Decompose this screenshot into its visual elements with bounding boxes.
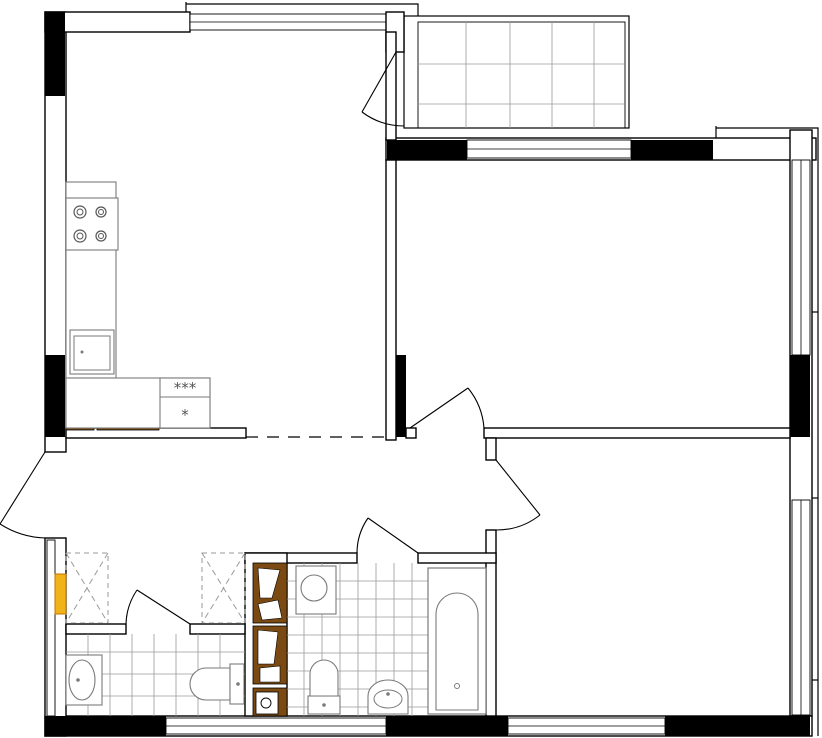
shower-drain-icon bbox=[295, 565, 337, 615]
bedroom-2-door bbox=[495, 459, 541, 531]
fridge-glyph: * bbox=[181, 406, 189, 424]
wc-door bbox=[125, 589, 191, 625]
bedroom-1-door bbox=[409, 387, 485, 429]
toilet-icon bbox=[307, 659, 341, 715]
washbasin-icon bbox=[367, 679, 409, 715]
appliance-unit: *** * bbox=[159, 377, 211, 429]
bathtub-icon bbox=[427, 567, 487, 715]
heater bbox=[54, 573, 67, 615]
outer-outline bbox=[185, 2, 819, 736]
doors bbox=[0, 51, 541, 625]
balcony-door bbox=[361, 51, 405, 127]
entrance-door bbox=[0, 451, 46, 539]
balcony-tiles bbox=[418, 22, 625, 128]
balcony bbox=[403, 15, 630, 129]
hall-closets bbox=[54, 552, 246, 624]
stove-glyphs: *** bbox=[174, 379, 197, 397]
toilet-icon bbox=[189, 663, 245, 705]
sink-icon bbox=[69, 329, 115, 375]
kitchen: *** * bbox=[65, 181, 386, 438]
washbasin-icon bbox=[65, 654, 103, 706]
wc-room bbox=[65, 634, 245, 716]
bathroom-door bbox=[356, 517, 419, 554]
bathroom bbox=[287, 563, 487, 716]
stove-icon bbox=[65, 197, 119, 251]
